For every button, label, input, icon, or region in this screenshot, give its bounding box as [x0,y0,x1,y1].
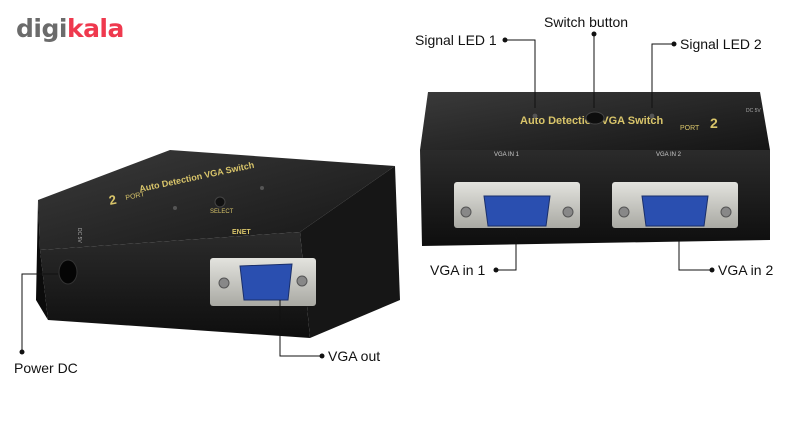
signal-led-2 [649,113,655,119]
vga-in-2-connector [641,195,709,227]
power-jack [58,259,78,285]
label-power-dc: Power DC [14,360,78,376]
right-in2-text: VGA IN 2 [656,152,682,158]
left-brand-mark: ENET [232,229,251,236]
signal-led-1 [532,113,538,119]
callout-line-vga-in-1 [496,232,517,271]
vga-in-2-screw-right [720,206,732,218]
right-port-text: PORT [680,125,700,132]
dot-signal-led-1 [502,37,508,43]
label-signal-led-2: Signal LED 2 [680,36,762,52]
dot-power-dc [19,349,25,355]
vga-out-screw-left [218,277,230,289]
dot-vga-in-2 [709,267,715,273]
label-vga-in-1: VGA in 1 [430,262,486,278]
left-side-text: DC 5V [76,228,82,243]
callout-dots [19,31,715,359]
callout-line-signal-led-1 [505,39,536,108]
vga-out-screw-right [296,275,308,287]
right-port-badge: 2 [710,115,718,131]
left-select-text: SELECT [210,209,234,215]
label-signal-led-1: Signal LED 1 [415,32,497,48]
left-led-1 [173,206,177,210]
left-led-2 [260,186,264,190]
dot-vga-in-1 [493,267,499,273]
dot-vga-out [319,353,325,359]
callout-line-signal-led-2 [651,43,674,108]
dot-signal-led-2 [671,41,677,47]
label-vga-out: VGA out [328,348,381,364]
left-device-right-side [300,166,400,338]
label-vga-in-2: VGA in 2 [718,262,774,278]
left-device-left-side [36,200,48,320]
left-vga-switch: 2 PORT Auto Detection VGA Switch SELECT … [36,150,400,338]
callout-line-power-dc [21,273,58,352]
callout-line-vga-out [279,300,322,357]
label-switch-button: Switch button [544,14,629,30]
left-port-badge: 2 [108,192,118,208]
vga-in-1-screw-left [460,206,472,218]
left-port-text: PORT [125,191,146,202]
right-in1-text: VGA IN 1 [494,152,520,158]
vga-in-2-screw-left [618,206,630,218]
right-side-text: DC 5V [746,108,761,114]
dot-switch-button [591,31,597,37]
digikala-logo: digikala [16,14,124,43]
vga-in-1-connector [483,195,551,227]
vga-out-connector [239,263,293,301]
vga-in-1-screw-right [562,206,574,218]
switch-button [585,111,605,125]
callout-line-vga-in-2 [678,232,712,271]
left-select-button [214,196,226,208]
callout-lines [21,34,712,357]
right-vga-switch: 2 PORT Auto Detection VGA Switch VGA IN … [420,92,770,246]
